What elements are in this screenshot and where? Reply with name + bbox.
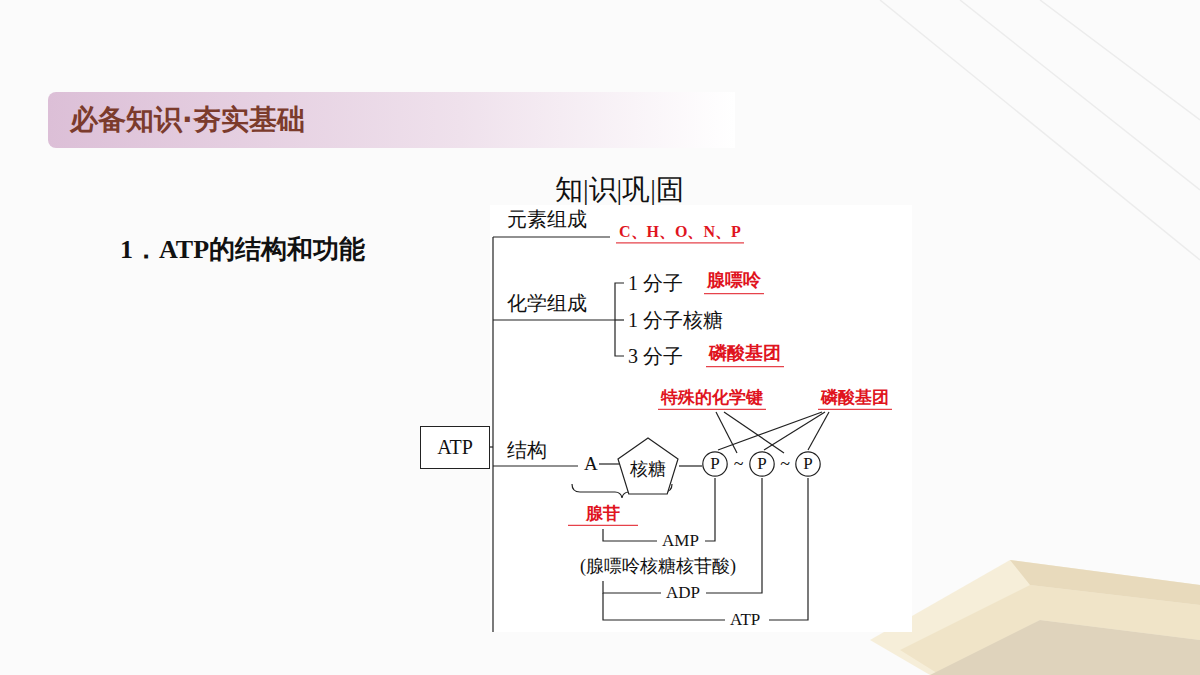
node-text: ATP (437, 436, 473, 459)
circle-shape (796, 452, 820, 476)
answer-text: 腺苷 (568, 504, 638, 526)
molecule-name: ATP (730, 610, 760, 630)
answer-text: 磷酸基团 (706, 343, 784, 367)
molecule-name: ADP (666, 583, 700, 603)
item-text: 1 分子核糖 (628, 308, 723, 332)
section-banner: 必备知识·夯实基础 (48, 92, 735, 148)
answer-text: 特殊的化学键 (658, 388, 766, 410)
book-decor (870, 560, 1200, 675)
pentagon-shape (618, 438, 678, 494)
answer-text: 磷酸基团 (818, 388, 892, 410)
panel-title: 知|识|巩|固 (555, 173, 684, 207)
phosphate-circle: P (702, 451, 728, 477)
section-heading: 1．ATP的结构和功能 (120, 234, 365, 265)
phosphate-circle: P (795, 451, 821, 477)
node-text: P (757, 454, 766, 474)
item-text: 1 分子 (628, 271, 683, 295)
atp-box: ATP (420, 426, 490, 469)
ribose-pentagon: 核糖 (617, 437, 679, 495)
circle-shape (703, 452, 727, 476)
node-text: P (803, 454, 812, 474)
branch-label: 结构 (507, 438, 547, 462)
circle-shape (750, 452, 774, 476)
node-text: P (710, 454, 719, 474)
branch-label: 化学组成 (507, 291, 587, 315)
bond-symbol: ~ (779, 455, 791, 473)
tree-lines (490, 237, 829, 632)
bond-connector (679, 465, 702, 466)
answer-text: C、H、O、N、P (616, 222, 744, 243)
background-decor (880, 0, 1200, 260)
bond-symbol: ~ (733, 455, 745, 473)
diagram-panel (490, 205, 912, 632)
node-text: 必备知识·夯实基础 (70, 101, 305, 139)
item-text: 3 分子 (628, 344, 683, 368)
branch-label: 元素组成 (507, 207, 587, 231)
molecule-name: AMP (662, 531, 699, 551)
molecule-note: (腺嘌呤核糖核苷酸) (580, 556, 736, 578)
phosphate-circle: P (749, 451, 775, 477)
base-letter: A (584, 453, 598, 476)
node-text: 核糖 (630, 457, 666, 481)
answer-text: 腺嘌呤 (704, 270, 764, 294)
